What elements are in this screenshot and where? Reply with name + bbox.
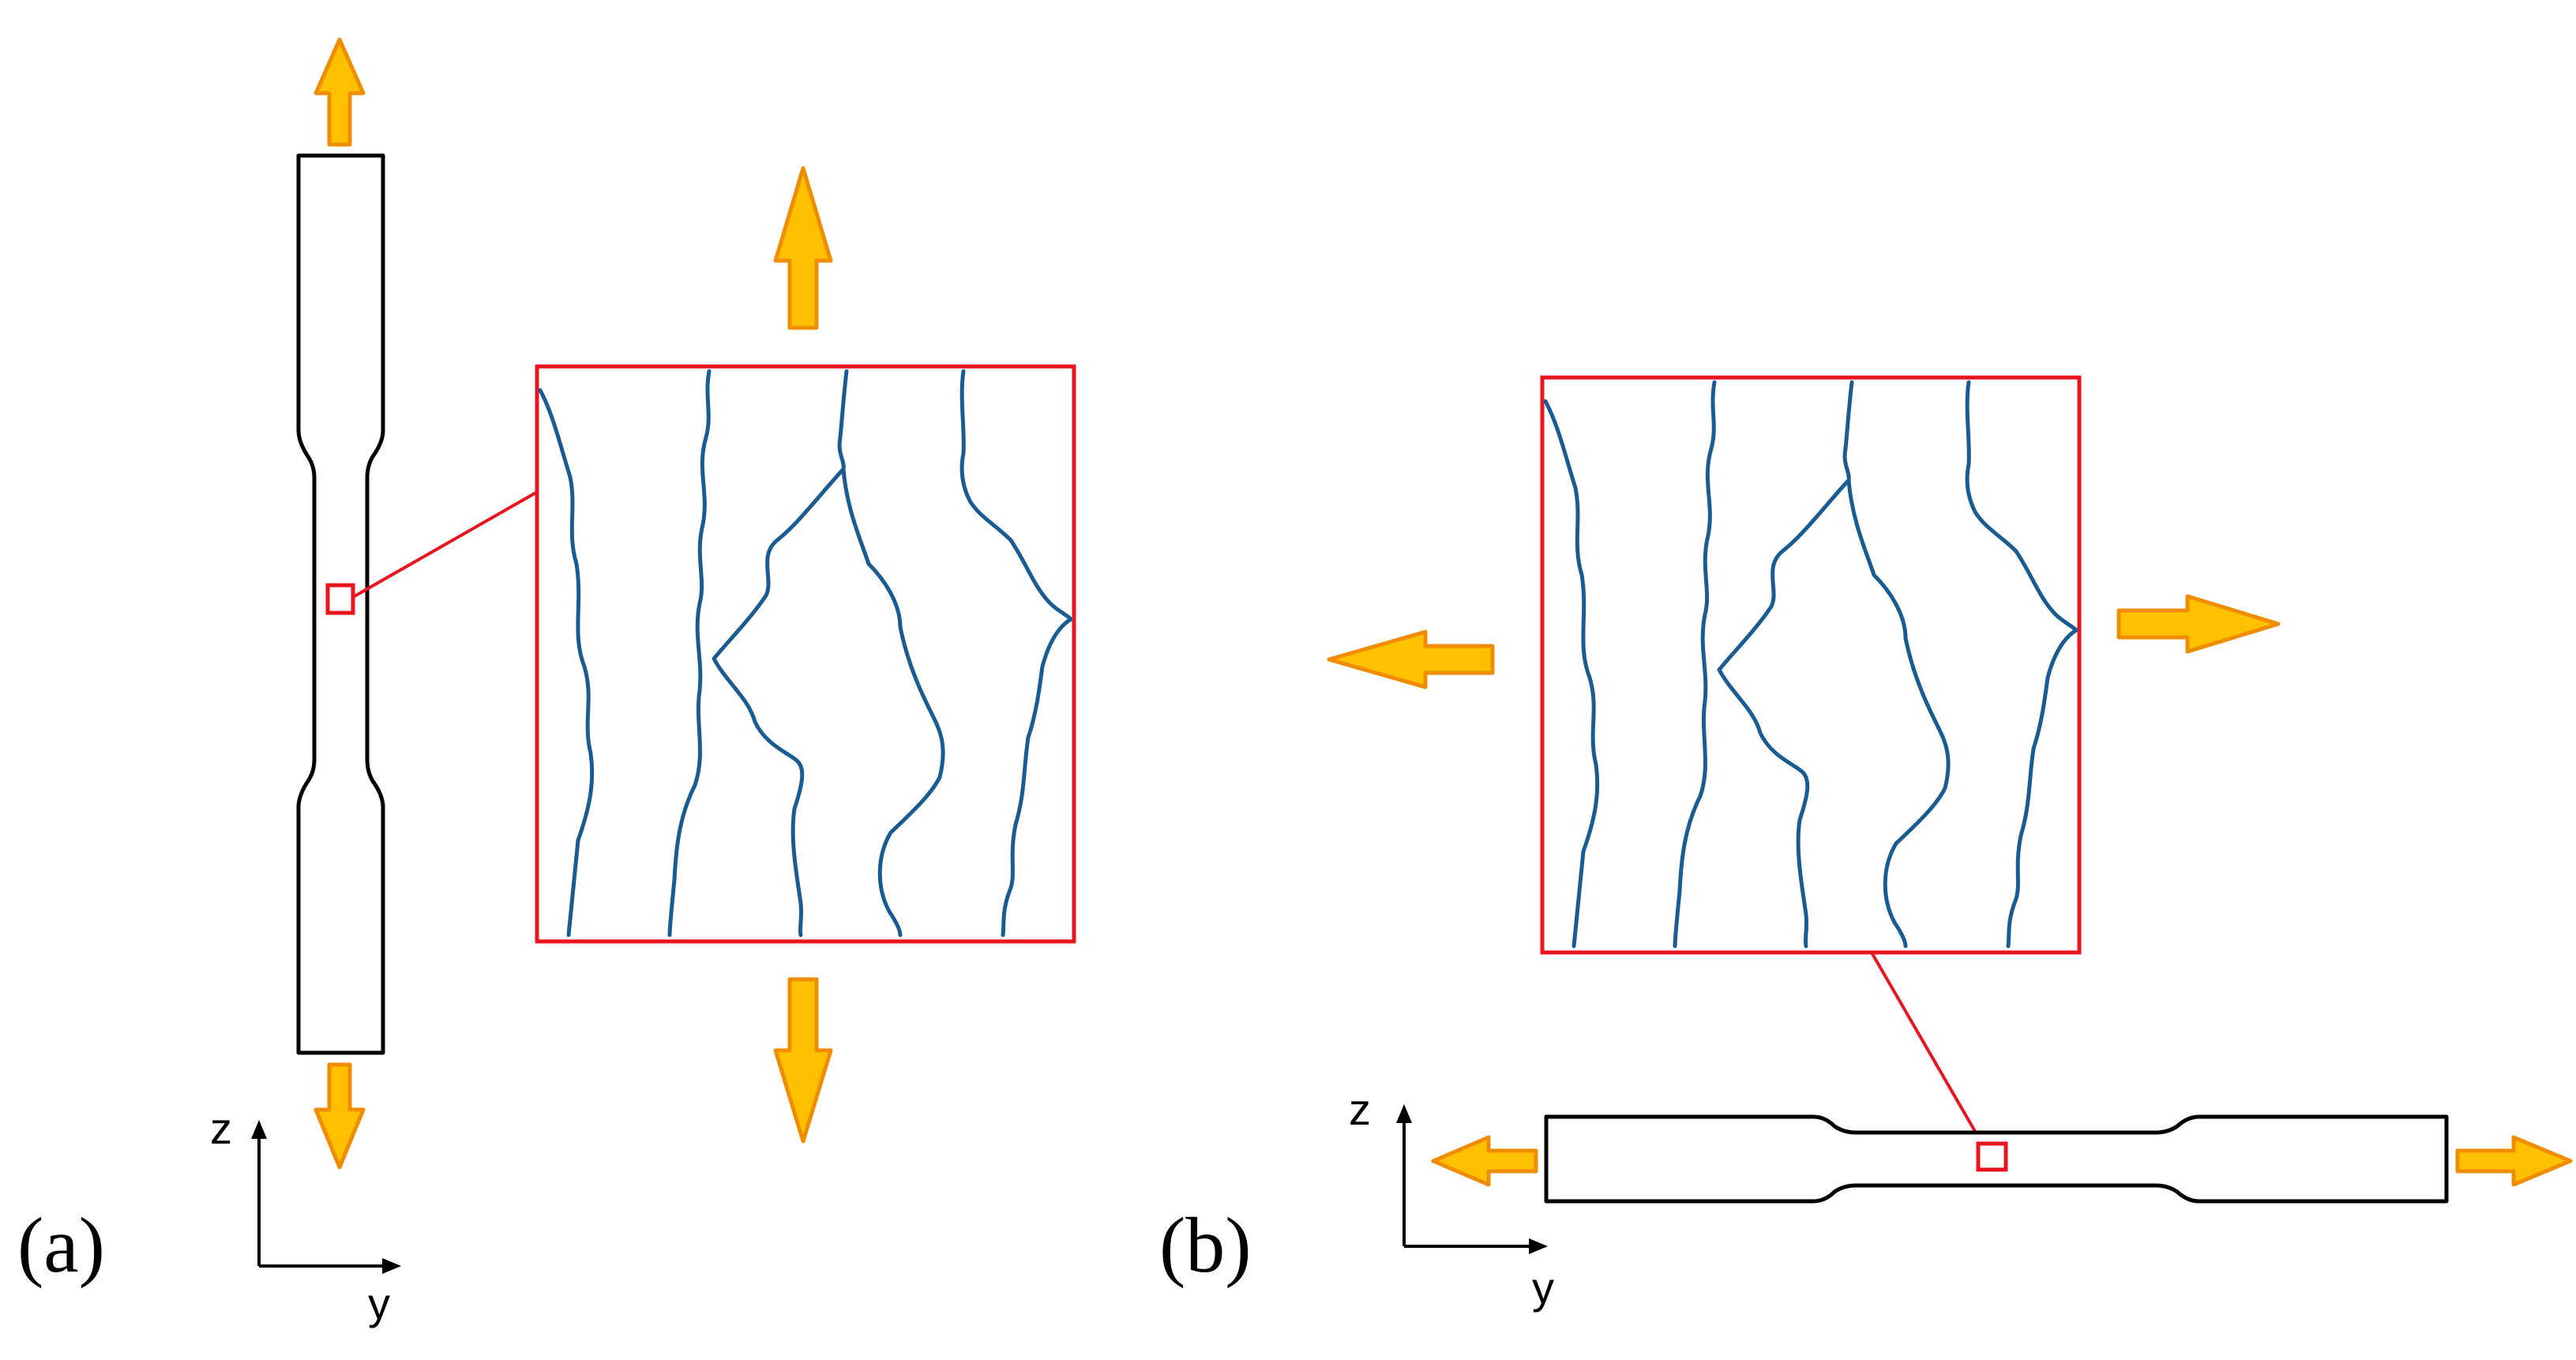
axis-arrow-icon [1529, 1238, 1548, 1254]
axis-label-y: y [1532, 1263, 1554, 1313]
load-arrow-icon [1431, 1135, 1538, 1187]
axis-label-y: y [368, 1279, 390, 1328]
panel-a: z y (a) [17, 37, 1076, 1328]
panel-label-b: (b) [1159, 1201, 1252, 1289]
specimen-vertical [296, 153, 385, 1055]
zoom-frame-b [1540, 375, 2082, 955]
load-arrow-icon [1327, 629, 1495, 689]
zoom-leader-a [352, 490, 538, 599]
panel-label-a: (a) [17, 1201, 105, 1289]
load-arrow-icon [2455, 1135, 2573, 1187]
axis-arrow-icon [1396, 1104, 1412, 1123]
panel-b: z y (b) [1159, 375, 2573, 1313]
axis-label-z: z [210, 1103, 232, 1153]
axis-label-z: z [1349, 1084, 1371, 1134]
axis-arrow-icon [251, 1120, 267, 1139]
coordinate-axes-a: z y [210, 1103, 401, 1328]
coordinate-axes-b: z y [1349, 1084, 1554, 1313]
load-arrow-icon [314, 37, 366, 147]
zoom-frame-a [535, 364, 1076, 944]
load-arrow-icon [2116, 594, 2281, 654]
load-arrow-icon [773, 977, 833, 1144]
zoom-leader-b [1870, 951, 1984, 1145]
zoom-marker-a [325, 583, 355, 615]
specimen-horizontal [1544, 1114, 2449, 1204]
zoom-marker-b [1976, 1141, 2008, 1172]
load-arrow-icon [773, 166, 833, 330]
axis-arrow-icon [382, 1258, 401, 1274]
load-arrow-icon [314, 1062, 366, 1170]
